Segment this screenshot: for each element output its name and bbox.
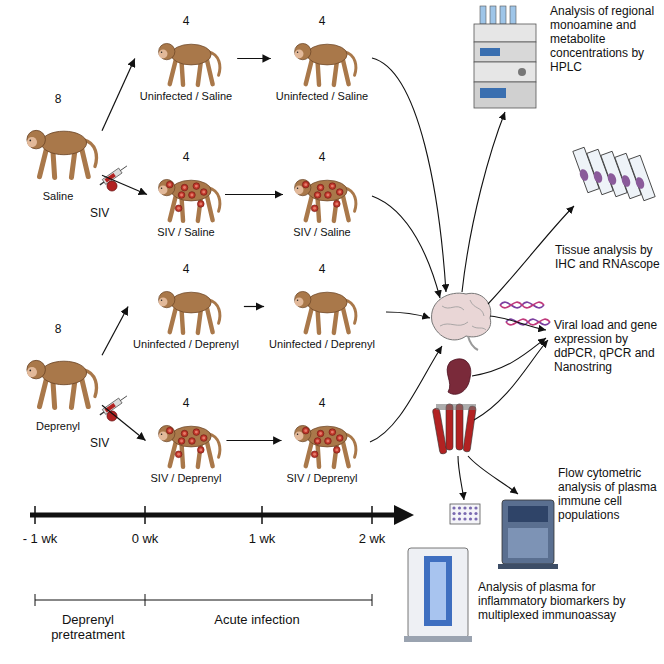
multiwell-plate — [450, 504, 480, 524]
monkey-figure — [16, 106, 100, 190]
animal-group: 4Uninfected / Deprenyl — [130, 262, 242, 351]
monkey-figure — [149, 410, 223, 472]
monkey-figure — [285, 276, 359, 338]
group-label: Uninfected / Saline — [137, 90, 235, 103]
animal-group: 4Uninfected / Deprenyl — [266, 262, 378, 351]
monkey-figure — [149, 276, 223, 338]
group-label: Uninfected / Deprenyl — [266, 338, 378, 351]
analysis-note: Analysis of regional monoamine and metab… — [550, 4, 662, 74]
phase-label: Deprenyl pretreatment — [38, 612, 138, 642]
group-label: Uninfected / Saline — [273, 90, 371, 103]
flow-cytometer — [498, 500, 558, 569]
group-label: SIV / Saline — [285, 226, 359, 239]
animal-group: 8Saline — [16, 92, 100, 203]
multiplex-analyzer — [404, 548, 472, 642]
group-label: Saline — [16, 190, 100, 203]
animal-group: 4SIV / Deprenyl — [284, 396, 361, 485]
group-size: 4 — [285, 150, 359, 164]
virus-label: SIV — [90, 436, 120, 450]
group-label: Uninfected / Deprenyl — [130, 338, 242, 351]
group-size: 8 — [16, 92, 100, 106]
group-size: 4 — [273, 14, 371, 28]
animal-group: 4SIV / Saline — [285, 150, 359, 239]
group-arrow — [225, 194, 283, 195]
group-label: SIV / Deprenyl — [284, 472, 361, 485]
brain — [432, 293, 491, 350]
monkey-figure — [149, 28, 223, 90]
dna-strands — [500, 302, 550, 325]
group-arrow — [226, 440, 281, 441]
group-label: Deprenyl — [16, 420, 100, 433]
group-label: SIV / Saline — [149, 226, 223, 239]
time-tick: - 1 wk — [15, 531, 65, 546]
group-size: 4 — [284, 396, 361, 410]
animal-group: 4SIV / Deprenyl — [148, 396, 225, 485]
group-size: 4 — [149, 150, 223, 164]
group-size: 4 — [148, 396, 225, 410]
spleen — [447, 359, 471, 394]
animal-group: 4SIV / Saline — [149, 150, 223, 239]
monkey-figure — [285, 28, 359, 90]
animal-group: 8Deprenyl — [16, 322, 100, 433]
monkey-figure — [149, 164, 223, 226]
group-arrow — [244, 306, 264, 307]
virus-label: SIV — [90, 206, 120, 220]
group-size: 4 — [130, 262, 242, 276]
analysis-note: Flow cytometric analysis of plasma immun… — [558, 466, 660, 522]
animal-group: 4Uninfected / Saline — [137, 14, 235, 103]
group-arrow — [102, 307, 128, 356]
syringe — [98, 163, 128, 417]
group-arrow — [102, 405, 146, 440]
phase-label: Acute infection — [200, 612, 314, 627]
analysis-note: Viral load and gene expression by ddPCR,… — [554, 318, 662, 374]
analysis-note: Analysis of plasma for inflammatory biom… — [478, 580, 630, 622]
analysis-note: Tissue analysis by IHC and RNAscope — [555, 243, 660, 271]
time-tick: 1 wk — [237, 531, 287, 546]
group-size: 8 — [16, 322, 100, 336]
monkey-figure — [285, 410, 359, 472]
monkey-figure — [285, 164, 359, 226]
hplc-instrument — [474, 6, 536, 108]
timeline — [30, 505, 414, 606]
time-tick: 2 wk — [347, 531, 397, 546]
tissue-slides — [573, 147, 655, 200]
leader-arrow — [370, 58, 574, 500]
group-size: 4 — [266, 262, 378, 276]
group-arrow — [102, 59, 135, 131]
group-label: SIV / Deprenyl — [148, 472, 225, 485]
time-tick: 0 wk — [120, 531, 170, 546]
blood-tubes — [432, 404, 476, 454]
group-size: 4 — [137, 14, 235, 28]
tissue-sections — [578, 168, 646, 190]
group-arrow — [102, 175, 147, 194]
group-arrow — [237, 58, 271, 59]
monkey-figure — [16, 336, 100, 420]
animal-group: 4Uninfected / Saline — [273, 14, 371, 103]
